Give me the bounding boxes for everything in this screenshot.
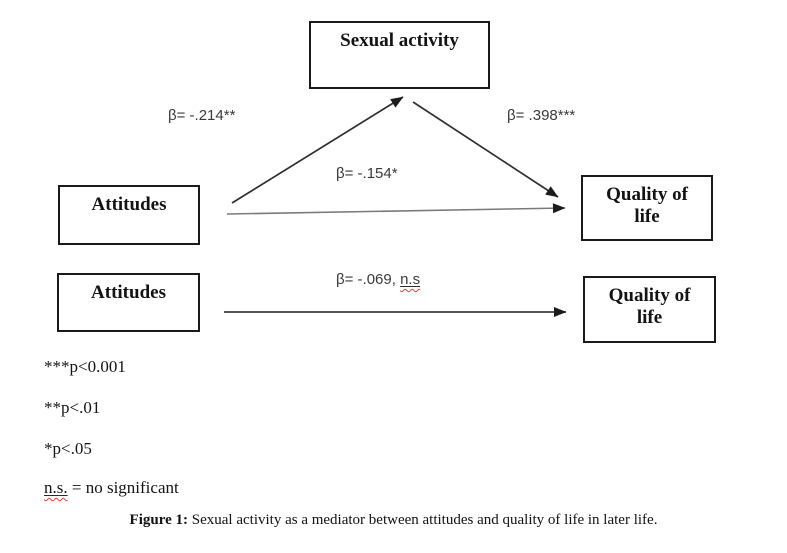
arrow-mediator-to-outcome xyxy=(412,101,559,198)
ns-meaning: = no significant xyxy=(67,478,179,497)
arrow-direct-effect xyxy=(226,203,566,215)
outcome-box-total-effect: Quality of life xyxy=(583,276,716,343)
predictor-box-mediation: Attitudes xyxy=(58,185,200,245)
predictor-box-mediation-label: Attitudes xyxy=(91,194,167,215)
total-effect-coefficient-value: β= -.069, xyxy=(336,271,401,288)
legend-p-01: **p<.01 xyxy=(44,398,101,417)
predictor-box-total-effect: Attitudes xyxy=(57,273,200,332)
ns-term: n.s. xyxy=(44,478,68,497)
legend-p-05: *p<.05 xyxy=(44,439,92,458)
path-a-coefficient-label: β= -.214** xyxy=(168,107,236,124)
figure-caption-text: Sexual activity as a mediator between at… xyxy=(188,512,658,528)
arrow-predictor-to-mediator xyxy=(231,96,404,204)
mediator-box: Sexual activity xyxy=(309,21,490,89)
outcome-box-mediation: Quality of life xyxy=(581,175,713,241)
figure-caption: Figure 1: Sexual activity as a mediator … xyxy=(0,512,787,529)
direct-effect-coefficient-label: β= -.154* xyxy=(336,165,398,182)
legend-ns-definition: n.s. = no significant xyxy=(44,478,179,498)
figure-caption-label: Figure 1: xyxy=(129,512,189,528)
legend-p-001: ***p<0.001 xyxy=(44,357,126,376)
total-effect-coefficient-label: β= -.069, n.s xyxy=(336,271,420,288)
outcome-box-mediation-label: Quality of life xyxy=(606,184,688,227)
ns-abbreviation: n.s xyxy=(400,271,421,288)
mediator-box-label: Sexual activity xyxy=(340,30,459,51)
outcome-box-total-effect-label: Quality of life xyxy=(608,285,691,328)
ns-term-spellcheck: n.s. xyxy=(44,478,68,497)
predictor-box-total-effect-label: Attitudes xyxy=(91,282,166,303)
path-b-coefficient-label: β= .398*** xyxy=(507,107,576,124)
ns-abbreviation-spellcheck: n.s xyxy=(400,271,420,288)
